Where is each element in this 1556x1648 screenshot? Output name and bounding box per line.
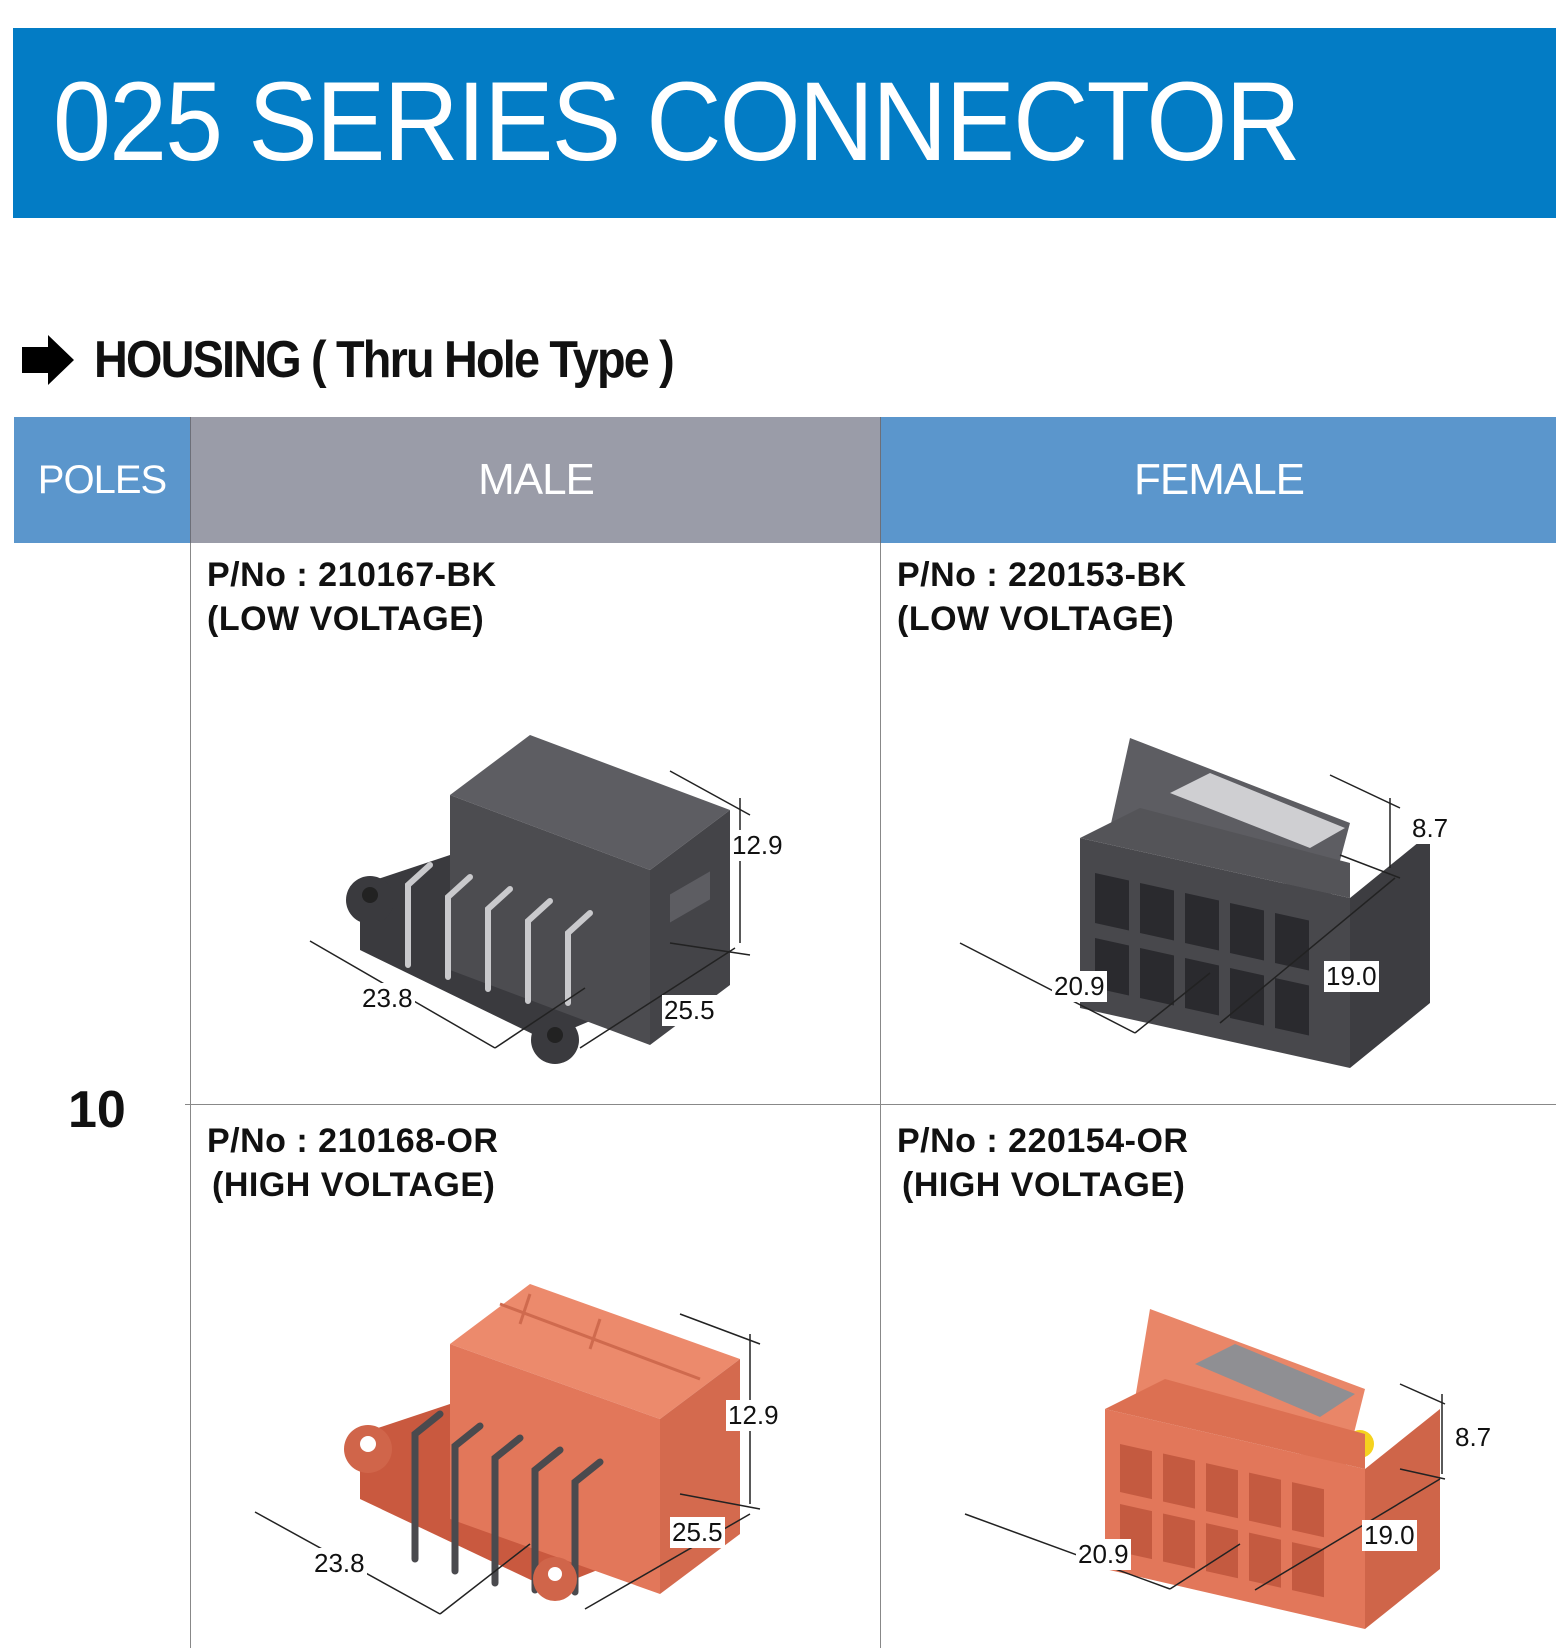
column-divider: [880, 543, 881, 1648]
page-title: 025 SERIES CONNECTOR: [53, 59, 1301, 184]
female-connector-image: [964, 1309, 1446, 1629]
column-header-female: FEMALE: [880, 417, 1556, 543]
male-connector-image: [309, 735, 751, 1064]
connector-body: [1080, 738, 1430, 1068]
product-cell-male-high-voltage: P/No : 210168-OR (HIGH VOLTAGE) 12.9 23.…: [190, 1104, 880, 1648]
connector-body: [1105, 1309, 1440, 1629]
dimension-height: 8.7: [1453, 1422, 1494, 1453]
product-cell-female-high-voltage: P/No : 220154-OR (HIGH VOLTAGE) 8.7 20.9…: [880, 1104, 1556, 1648]
part-number: P/No : 210168-OR: [207, 1122, 499, 1160]
dimension-width: 23.8: [312, 1548, 367, 1579]
title-banner: 025 SERIES CONNECTOR: [13, 28, 1556, 218]
column-header-male: MALE: [190, 417, 881, 543]
dimension-height: 8.7: [1410, 813, 1451, 844]
voltage-label: (HIGH VOLTAGE): [212, 1166, 496, 1204]
column-divider: [190, 543, 191, 1648]
poles-count: 10: [68, 1081, 126, 1139]
part-number: P/No : 220154-OR: [897, 1122, 1189, 1160]
part-number: P/No : 210167-BK: [207, 556, 497, 594]
voltage-label: (HIGH VOLTAGE): [902, 1166, 1186, 1204]
dimension-width: 20.9: [1076, 1539, 1131, 1570]
dimension-height: 12.9: [730, 830, 785, 861]
dimension-depth: 25.5: [670, 1517, 725, 1548]
male-connector-image: [254, 1284, 761, 1615]
section-title: HOUSING ( Thru Hole Type ): [94, 331, 675, 389]
product-cell-male-low-voltage: P/No : 210167-BK (LOW VOLTAGE) 12.9 23.8…: [190, 543, 880, 1104]
dimension-height: 12.9: [726, 1400, 781, 1431]
connector-body: [346, 735, 730, 1064]
voltage-label: (LOW VOLTAGE): [897, 600, 1175, 638]
dimension-depth: 19.0: [1324, 961, 1379, 992]
section-heading: HOUSING ( Thru Hole Type ): [22, 330, 737, 390]
row-divider: [185, 1104, 1556, 1105]
part-number: P/No : 220153-BK: [897, 556, 1187, 594]
product-cell-female-low-voltage: P/No : 220153-BK (LOW VOLTAGE) 8.7 20.9 …: [880, 543, 1556, 1104]
dimension-depth: 25.5: [662, 995, 717, 1026]
column-header-poles: POLES: [14, 417, 190, 543]
dimension-depth: 19.0: [1362, 1520, 1417, 1551]
arrow-right-icon: [22, 335, 74, 385]
female-connector-image: [959, 738, 1430, 1068]
dimension-width: 23.8: [360, 983, 415, 1014]
dimension-width: 20.9: [1052, 971, 1107, 1002]
voltage-label: (LOW VOLTAGE): [207, 600, 485, 638]
